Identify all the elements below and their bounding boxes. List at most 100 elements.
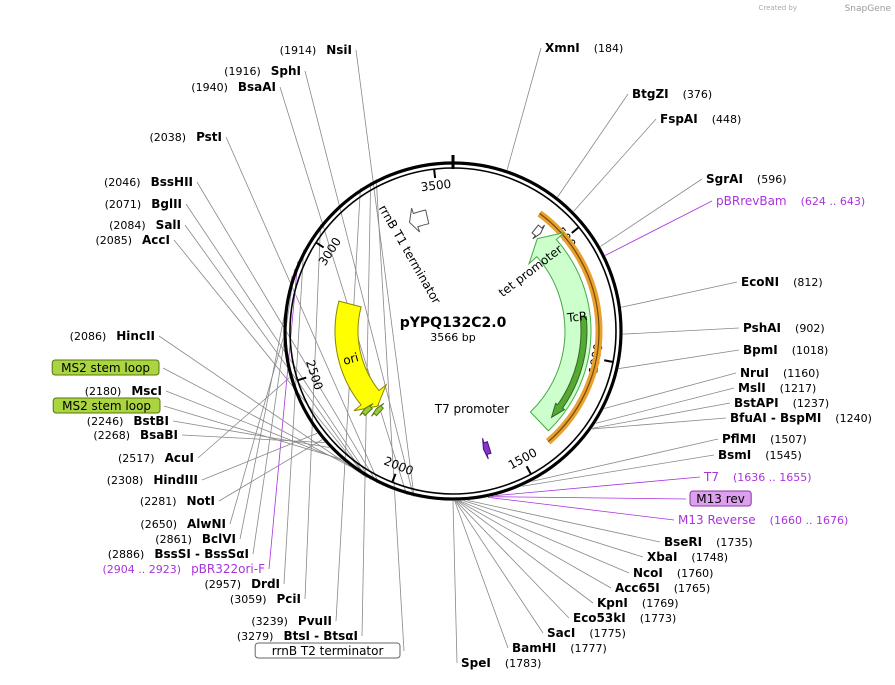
site-position: (3239) [251, 615, 288, 628]
site-label: BtgZI(376) [632, 87, 712, 101]
site-leader [573, 118, 657, 212]
site-leader [252, 269, 296, 555]
site-leader [181, 434, 325, 444]
site-position: (2904 .. 2923) [103, 563, 182, 576]
site-position: (1940) [191, 81, 228, 94]
site-name: BstAPI [734, 396, 779, 410]
site-label: Acc65I(1765) [615, 581, 710, 595]
credit-brand: SnapGene [845, 4, 892, 14]
site-position: (2861) [155, 533, 192, 546]
site-box [254, 642, 401, 659]
site-box [51, 359, 160, 376]
site-label: PshAI(902) [743, 321, 825, 335]
site-name: SpeI [461, 656, 491, 670]
site-name: AcuI [165, 451, 194, 465]
site-name: BsaBI [140, 428, 178, 442]
tick-label: 3500 [420, 177, 452, 194]
site-leader [456, 500, 594, 604]
site-name: PciI [277, 592, 302, 606]
site-label: PflMI(1507) [722, 432, 807, 446]
site-leader [172, 420, 330, 448]
site-leader [595, 387, 735, 424]
site-position: (2038) [149, 131, 186, 144]
site-label: PstI(2038) [149, 130, 222, 144]
site-name: KpnI [597, 596, 628, 610]
site-leader [463, 500, 644, 558]
site-leader [173, 239, 368, 478]
site-position: (1018) [792, 344, 829, 357]
site-position: (902) [795, 322, 825, 335]
site-name: BssHII [151, 175, 193, 189]
site-leader [197, 377, 290, 459]
site-name: BsaAI [238, 80, 276, 94]
site-label: BstBI(2246) [87, 414, 169, 428]
site-name: Eco53kI [573, 611, 626, 625]
site-name: NcoI [633, 566, 663, 580]
tick-mark [604, 359, 614, 363]
site-name: MS2 stem loop [62, 399, 151, 413]
site-leader [622, 327, 740, 335]
site-label: SalI(2084) [109, 218, 181, 232]
feature-t7-promoter [482, 438, 492, 460]
site-label: HincII(2086) [70, 329, 155, 343]
site-leader [279, 86, 407, 495]
site-leader [163, 405, 342, 460]
site-label: BpmI (1018) [743, 343, 828, 357]
site-leader [455, 500, 570, 619]
site-leader [185, 203, 371, 480]
site-label: NsiI(1914) [280, 43, 352, 57]
site-name: BpmI [743, 343, 778, 357]
site-position: (1735) [716, 536, 753, 549]
site-name: SphI [271, 64, 301, 78]
site-label: XmnI(184) [545, 41, 623, 55]
site-leader [454, 500, 509, 649]
site-name: AccI [142, 233, 170, 247]
site-label: NotI(2281) [140, 494, 215, 508]
site-position: (2046) [104, 176, 141, 189]
site-label: BstAPI(1237) [734, 396, 829, 410]
site-leader [455, 500, 544, 634]
site-label: AccI(2085) [95, 233, 170, 247]
feature-ms2-1 [359, 403, 374, 417]
feature-label-tcr: TcR [565, 309, 588, 325]
tick-label: 2500 [303, 358, 326, 391]
site-leader [600, 178, 703, 247]
site-name: FspAI [660, 112, 698, 126]
site-name: BclVI [202, 532, 236, 546]
tick-mark [297, 376, 307, 382]
site-label: AlwNI(2650) [140, 517, 226, 531]
feature-rrnb-t1 [409, 208, 430, 233]
site-name: BsmI [718, 448, 751, 462]
site-leader [467, 500, 661, 543]
site-name: PflMI [722, 432, 756, 446]
tick-mark [525, 465, 532, 475]
site-position: (2268) [93, 429, 130, 442]
credit-prefix: Created by [758, 4, 797, 12]
site-label: BfuAI - BspMI(1240) [730, 411, 872, 425]
site-box [52, 397, 161, 414]
site-label: DrdI(2957) [204, 577, 280, 591]
site-position: (624 .. 643) [801, 195, 866, 208]
site-position: (2517) [118, 452, 155, 465]
site-leader [184, 224, 368, 478]
site-label: MS2 stem loop [52, 397, 161, 414]
site-name: MslI [738, 381, 766, 395]
feature-tcr-cds-inner [550, 315, 588, 419]
site-position: (1783) [505, 657, 542, 670]
site-name: SalI [156, 218, 181, 232]
leader-lines [158, 47, 740, 664]
site-leader [218, 439, 323, 502]
site-label: BsaBI (2268) [93, 428, 178, 442]
site-position: (2246) [87, 415, 124, 428]
site-name: HincII [116, 329, 155, 343]
site-label: XbaI(1748) [647, 550, 728, 564]
site-position: (1769) [642, 597, 679, 610]
site-position: (1160) [783, 367, 820, 380]
site-position: (812) [793, 276, 823, 289]
site-label: SpeI (1783) [461, 656, 541, 670]
site-label: BseRI(1735) [664, 535, 753, 549]
site-position: (1636 .. 1655) [733, 471, 812, 484]
tick-label: 1500 [506, 445, 540, 472]
site-leader [557, 93, 629, 198]
site-labels: XmnI(184)BtgZI(376)FspAI(448)SgrAI(596)p… [51, 41, 872, 670]
